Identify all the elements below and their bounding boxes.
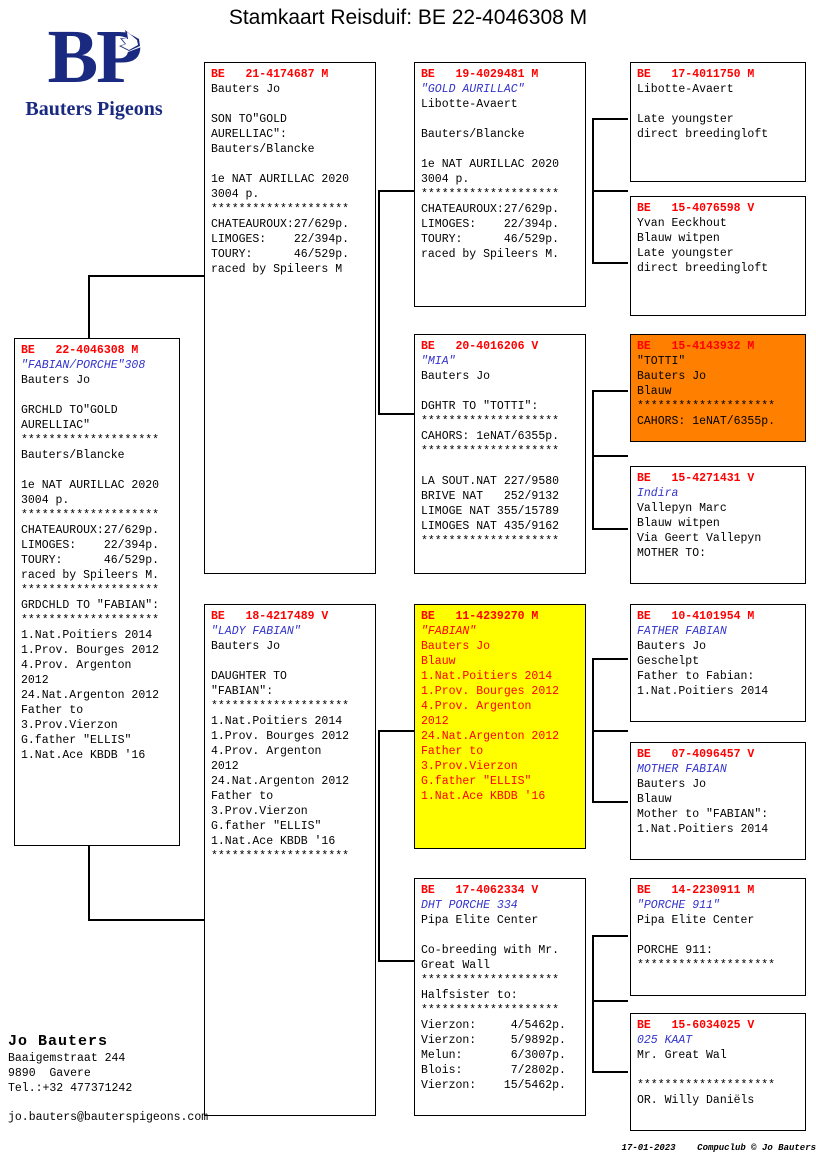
connector-line <box>592 935 594 1073</box>
pedigree-box-dam-dam[interactable]: BE 17-4062334 V DHT PORCHE 334 Pipa Elit… <box>414 878 586 1116</box>
details: Bauters Jo DAUGHTER TO "FABIAN": *******… <box>211 640 350 863</box>
software-credit: Compuclub © Jo Bauters <box>697 1143 816 1153</box>
details: Libotte-Avaert Bauters/Blancke 1e NAT AU… <box>421 98 560 261</box>
details: Vallepyn Marc Blauw witpen Via Geert Val… <box>637 502 762 560</box>
details: Pipa Elite Center PORCHE 911: **********… <box>637 914 776 972</box>
pigeon-icon <box>116 28 144 52</box>
details: Pipa Elite Center Co-breeding with Mr. G… <box>421 914 566 1092</box>
ring-number: BE 11-4239270 M <box>421 610 539 623</box>
pedigree-box-subject[interactable]: BE 22-4046308 M "FABIAN/PORCHE"308 Baute… <box>14 338 180 846</box>
connector-line <box>592 455 628 457</box>
pedigree-box-dam[interactable]: BE 18-4217489 V "LADY FABIAN" Bauters Jo… <box>204 604 376 1116</box>
connector-line <box>88 845 90 921</box>
connector-line <box>592 1071 628 1073</box>
connector-line <box>592 730 628 732</box>
page-title: Stamkaart Reisduif: BE 22-4046308 M <box>228 6 588 29</box>
print-date: 17-01-2023 <box>621 1143 676 1153</box>
connector-line <box>592 1000 628 1002</box>
details: Bauters Jo GRCHLD TO"GOLD AURELLIAC" ***… <box>21 374 160 762</box>
details: Bauters Jo SON TO"GOLD AURELLIAC": Baute… <box>211 83 350 276</box>
connector-line <box>378 730 380 962</box>
ring-number: BE 17-4011750 M <box>637 68 755 81</box>
connector-line <box>378 190 414 192</box>
owner-phone: Tel.:+32 477371242 <box>8 1082 133 1095</box>
ring-number: BE 07-4096457 V <box>637 748 755 761</box>
connector-line <box>378 413 414 415</box>
details: Bauters Jo Blauw Mother to "FABIAN": 1.N… <box>637 778 769 836</box>
ring-number: BE 15-4271431 V <box>637 472 755 485</box>
connector-line <box>592 390 628 392</box>
details: Mr. Great Wal ******************** OR. W… <box>637 1049 776 1107</box>
nickname: MOTHER FABIAN <box>637 763 727 776</box>
connector-line <box>88 275 204 277</box>
connector-line <box>592 118 628 120</box>
nickname: "GOLD AURILLAC" <box>421 83 525 96</box>
connector-line <box>592 118 594 264</box>
pedigree-box-sire-dam[interactable]: BE 20-4016206 V "MIA" Bauters Jo DGHTR T… <box>414 334 586 574</box>
pedigree-box-g4-8[interactable]: BE 15-6034025 V 025 KAAT Mr. Great Wal *… <box>630 1013 806 1131</box>
nickname: "TOTTI" <box>637 355 686 368</box>
ring-number: BE 18-4217489 V <box>211 610 329 623</box>
ring-number: BE 14-2230911 M <box>637 884 755 897</box>
nickname: "MIA" <box>421 355 456 368</box>
ring-number: BE 15-4143932 M <box>637 340 755 353</box>
nickname: Indira <box>637 487 679 500</box>
nickname: "FABIAN/PORCHE"308 <box>21 359 146 372</box>
pedigree-box-sire[interactable]: BE 21-4174687 M Bauters Jo SON TO"GOLD A… <box>204 62 376 574</box>
nickname: "PORCHE 911" <box>637 899 720 912</box>
nickname: DHT PORCHE 334 <box>421 899 518 912</box>
footer-credit: 17-01-2023 Compuclub © Jo Bauters <box>600 1133 816 1153</box>
details: Yvan Eeckhout Blauw witpen Late youngste… <box>637 217 769 275</box>
brand-logo: BP Bauters Pigeons <box>8 18 180 130</box>
details: Bauters Jo Blauw 1.Nat.Poitiers 2014 1.P… <box>421 640 560 803</box>
ring-number: BE 10-4101954 M <box>637 610 755 623</box>
details: Bauters Jo DGHTR TO "TOTTI": ***********… <box>421 370 560 548</box>
nickname: FATHER FABIAN <box>637 625 727 638</box>
pedigree-box-g4-4[interactable]: BE 15-4271431 V Indira Vallepyn Marc Bla… <box>630 466 806 584</box>
connector-line <box>378 190 380 415</box>
connector-line <box>592 658 594 803</box>
owner-block: Jo Bauters Baaigemstraat 244 9890 Gavere… <box>8 1032 308 1125</box>
pedigree-box-g4-6[interactable]: BE 07-4096457 V MOTHER FABIAN Bauters Jo… <box>630 742 806 860</box>
logo-subtitle: Bauters Pigeons <box>25 98 163 120</box>
pedigree-box-g4-7[interactable]: BE 14-2230911 M "PORCHE 911" Pipa Elite … <box>630 878 806 996</box>
pedigree-box-g4-2[interactable]: BE 15-4076598 V Yvan Eeckhout Blauw witp… <box>630 196 806 316</box>
pedigree-box-sire-sire[interactable]: BE 19-4029481 M "GOLD AURILLAC" Libotte-… <box>414 62 586 307</box>
owner-city: 9890 Gavere <box>8 1067 91 1080</box>
logo-letters: BP <box>47 15 142 99</box>
connector-line <box>592 390 594 530</box>
pedigree-box-g4-1[interactable]: BE 17-4011750 M Libotte-Avaert Late youn… <box>630 62 806 182</box>
connector-line <box>592 528 628 530</box>
owner-email[interactable]: jo.bauters@bauterspigeons.com <box>8 1111 209 1124</box>
connector-line <box>378 730 414 732</box>
pedigree-box-g4-3[interactable]: BE 15-4143932 M "TOTTI" Bauters Jo Blauw… <box>630 334 806 442</box>
pedigree-box-g4-5[interactable]: BE 10-4101954 M FATHER FABIAN Bauters Jo… <box>630 604 806 722</box>
nickname: "FABIAN" <box>421 625 477 638</box>
pedigree-box-dam-sire[interactable]: BE 11-4239270 M "FABIAN" Bauters Jo Blau… <box>414 604 586 849</box>
details: Bauters Jo Geschelpt Father to Fabian: 1… <box>637 640 769 698</box>
ring-number: BE 21-4174687 M <box>211 68 329 81</box>
details: Libotte-Avaert Late youngster direct bre… <box>637 83 769 141</box>
connector-line <box>592 658 628 660</box>
connector-line <box>378 960 414 962</box>
owner-name: Jo Bauters <box>8 1033 109 1050</box>
nickname: "LADY FABIAN" <box>211 625 301 638</box>
connector-line <box>88 845 90 847</box>
connector-line <box>592 262 628 264</box>
connector-line <box>88 275 90 345</box>
ring-number: BE 19-4029481 M <box>421 68 539 81</box>
nickname: 025 KAAT <box>637 1034 693 1047</box>
connector-line <box>88 919 204 921</box>
ring-number: BE 15-4076598 V <box>637 202 755 215</box>
connector-line <box>592 190 628 192</box>
details: Bauters Jo Blauw ******************** CA… <box>637 370 776 428</box>
ring-number: BE 15-6034025 V <box>637 1019 755 1032</box>
ring-number: BE 22-4046308 M <box>21 344 139 357</box>
ring-number: BE 20-4016206 V <box>421 340 539 353</box>
ring-number: BE 17-4062334 V <box>421 884 539 897</box>
connector-line <box>592 801 628 803</box>
owner-street: Baaigemstraat 244 <box>8 1052 126 1065</box>
connector-line <box>592 935 628 937</box>
